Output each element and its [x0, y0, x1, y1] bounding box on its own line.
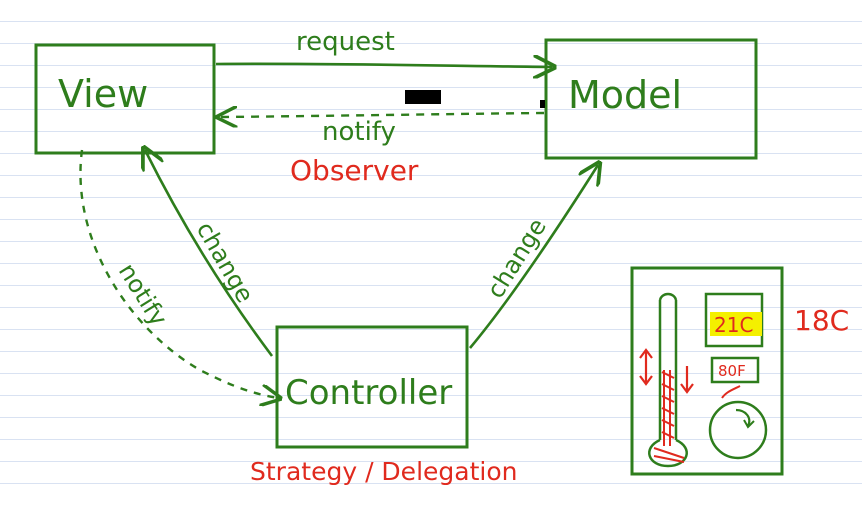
current-temperature: 18C — [794, 304, 849, 337]
change-left-arrow: change — [145, 150, 274, 357]
strategy-label: Strategy / Delegation — [250, 457, 517, 486]
thermostat-sketch: 21C 80F — [630, 266, 784, 476]
thermostat-body — [630, 266, 784, 476]
model-label: Model — [568, 73, 682, 117]
notify-left-label: notify — [113, 258, 173, 331]
view-box: View — [34, 43, 216, 155]
dial-knob-icon — [708, 400, 768, 460]
request-arrow: request — [215, 27, 552, 67]
setpoint-value: 21C — [714, 313, 753, 337]
controller-label: Controller — [285, 373, 452, 413]
setpoint-highlight — [710, 312, 762, 336]
notify-top-label: notify — [322, 117, 396, 147]
notify-top-arrow: notify — [220, 113, 545, 147]
down-arrow-icon — [680, 366, 694, 394]
view-label: View — [58, 72, 148, 116]
change-right-label: change — [481, 213, 552, 303]
redaction-mark-small — [540, 100, 545, 108]
change-left-label: change — [191, 217, 259, 307]
redaction-mark — [405, 90, 441, 104]
up-down-arrow-icon — [639, 348, 653, 386]
fahrenheit-value: 80F — [718, 362, 746, 380]
thermometer-icon — [648, 292, 688, 468]
change-right-arrow: change — [469, 165, 598, 349]
fahrenheit-display — [710, 356, 760, 384]
model-box: Model — [544, 38, 758, 160]
red-squiggle — [721, 385, 741, 399]
request-label: request — [296, 27, 395, 57]
controller-box: Controller — [275, 325, 469, 449]
observer-label: Observer — [290, 154, 419, 187]
